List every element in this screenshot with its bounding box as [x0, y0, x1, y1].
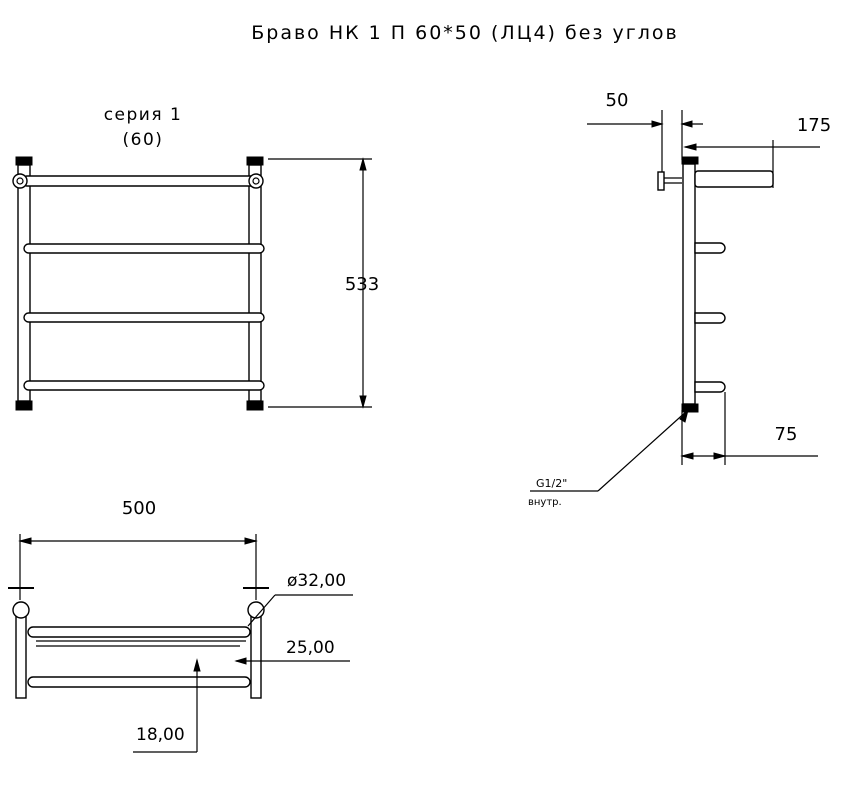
drawing-title: Браво НК 1 П 60*50 (ЛЦ4) без углов	[251, 22, 679, 44]
side-view: 50 175 75	[528, 90, 831, 508]
thread-sublabel: внутр.	[528, 497, 562, 508]
series-size-label: (60)	[123, 130, 164, 150]
side-post	[681, 156, 699, 413]
offset-dim-label: 175	[797, 115, 831, 136]
side-rung-3	[694, 312, 726, 324]
rung-3	[23, 312, 265, 323]
left-post	[15, 156, 33, 411]
side-rung-4	[694, 381, 726, 393]
right-post	[246, 156, 264, 411]
height-dimension: 533	[268, 157, 379, 409]
rung-4	[23, 380, 265, 391]
diameter-dim-label: ø32,00	[287, 571, 346, 591]
top-view: 500 ø32,00 25,00 18,00	[8, 498, 353, 753]
series-label: серия 1	[104, 105, 183, 125]
rail-dim-label: 25,00	[286, 638, 335, 658]
height-dim-label: 533	[345, 274, 379, 295]
top-rail	[12, 173, 264, 189]
front-view: серия 1 (60)	[12, 105, 379, 411]
rung-2	[23, 243, 265, 254]
side-rung-2	[694, 242, 726, 254]
side-top-rail	[694, 170, 774, 188]
thread-label: G1/2"	[536, 477, 567, 490]
width-dim-label: 500	[122, 498, 156, 519]
small-dim-label: 18,00	[136, 725, 185, 745]
depth-dim-label: 50	[606, 90, 629, 111]
bottom-dim-label: 75	[775, 424, 798, 445]
